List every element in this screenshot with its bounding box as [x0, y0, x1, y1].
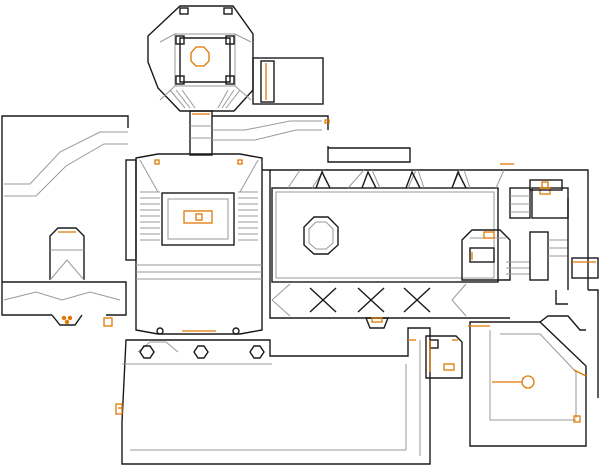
north-connector: [189, 110, 213, 156]
lift-room: [461, 229, 568, 281]
hall-octagon-pillar: [303, 216, 339, 255]
west-wing: [1, 115, 411, 316]
southeast-diagonal-room: [468, 315, 587, 447]
southeast-small-room: [425, 335, 463, 379]
east-corridor: [510, 169, 599, 398]
octagon-pillar: [190, 46, 210, 67]
north-octagon-room: [147, 5, 254, 112]
long-east-hall: [269, 163, 514, 329]
square-pedestal: [183, 210, 213, 224]
east-nook: [509, 187, 569, 219]
northeast-closet: [529, 179, 563, 191]
central-stair-hall: [125, 153, 271, 335]
west-alcove: [2, 227, 127, 327]
south-big-room: [115, 327, 431, 465]
north-side-closet: [252, 57, 324, 105]
